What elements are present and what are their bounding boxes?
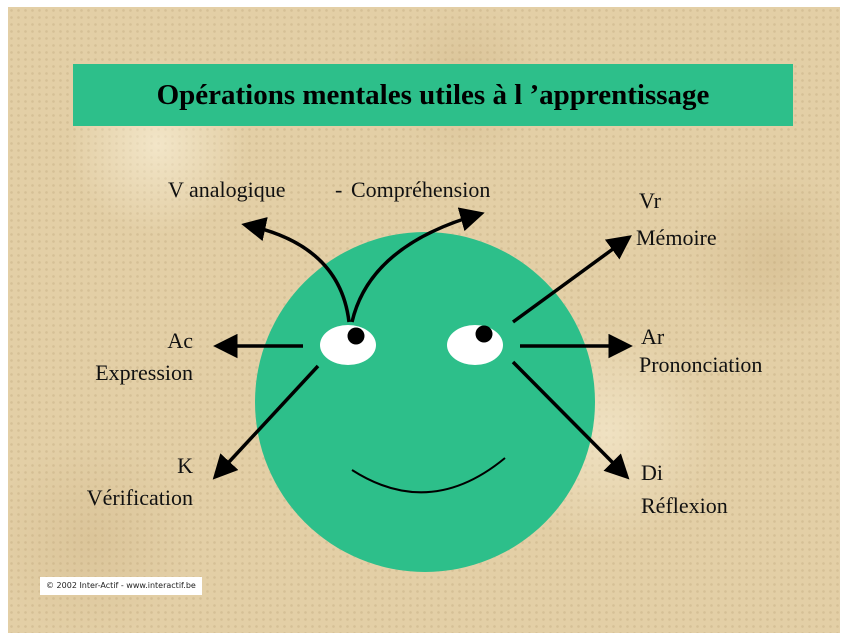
smile-mouth [351, 457, 506, 494]
label-reflexion: Réflexion [641, 493, 728, 518]
label-prononciation: Prononciation [639, 352, 763, 377]
arrow-verification [212, 364, 320, 480]
label-vr-code: Vr [639, 188, 661, 213]
left-pupil [347, 327, 365, 345]
label-k-code: K [177, 453, 193, 478]
arrow-memoire [511, 235, 632, 324]
slide-title: Opérations mentales utiles à l ’apprenti… [156, 78, 710, 111]
label-expression: Expression [95, 360, 193, 385]
label-di-code: Di [641, 460, 663, 485]
label-ac-code: Ac [167, 328, 193, 353]
copyright-credit: © 2002 Inter-Actif - www.interactif.be [40, 577, 202, 595]
title-banner: Opérations mentales utiles à l ’apprenti… [73, 64, 793, 126]
arrow-v-analogique [241, 217, 351, 323]
right-eye [447, 325, 503, 365]
arrow-reflexion [511, 360, 630, 480]
label-v-analogique: V analogique [168, 177, 286, 202]
arrow-comprehension [350, 207, 485, 323]
left-eye [320, 325, 376, 365]
label-separator: - [335, 177, 343, 202]
smiley-face [255, 232, 595, 572]
label-comprehension: Compréhension [351, 177, 491, 202]
right-pupil [475, 325, 493, 343]
label-memoire: Mémoire [636, 225, 717, 250]
label-ar-code: Ar [641, 324, 665, 349]
label-verification: Vérification [86, 485, 193, 510]
